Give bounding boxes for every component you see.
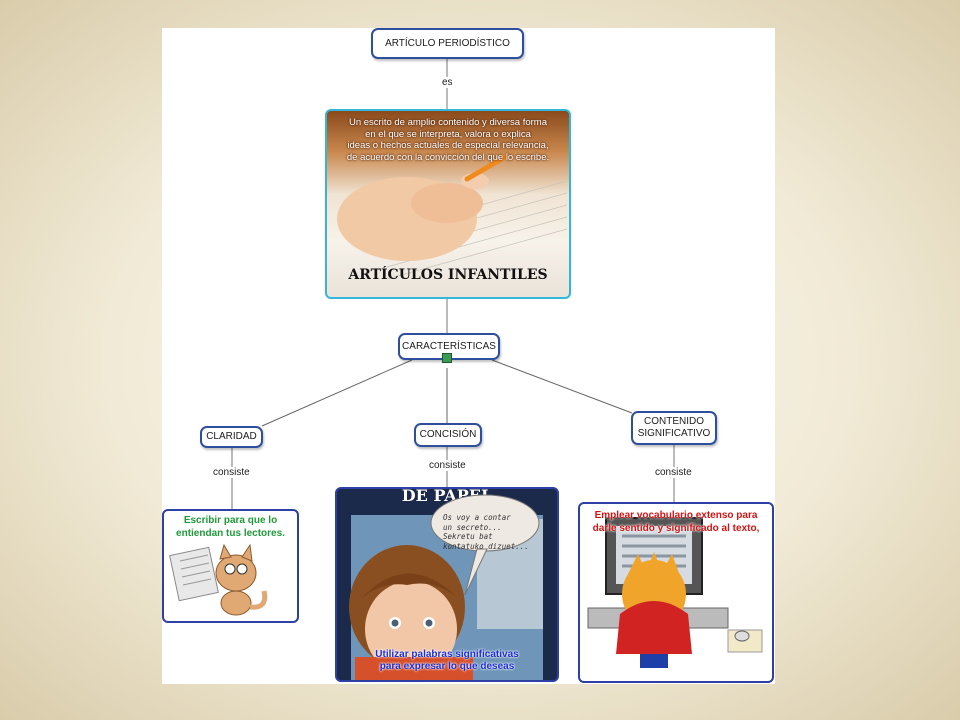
link-caract-claridad: [261, 359, 413, 427]
bubble-line-3: Sekretu bat: [443, 532, 493, 541]
link-label-es: es: [440, 77, 455, 88]
node-contenido-label-2: SIGNIFICATIVO: [637, 428, 711, 439]
claridad-line-2: entiendan tus lectores.: [176, 527, 285, 539]
contenido-line-1: Emplear vocabulario extenso para: [594, 510, 758, 521]
concision-line-1: Utilizar palabras significativas: [375, 649, 519, 660]
node-claridad-label: CLARIDAD: [206, 431, 257, 442]
speech-bubble-text: Os voy a contar un secreto... Sekretu ba…: [443, 513, 533, 551]
bubble-line-2: un secreto...: [443, 522, 502, 532]
contenido-text: Emplear vocabulario extenso para darle s…: [580, 510, 772, 535]
definition-line-2: en el que se interpreta, valora o explic…: [365, 128, 531, 140]
node-articulo-label: ARTÍCULO PERIODÍSTICO: [385, 37, 510, 49]
bubble-line-1: Os voy a contar: [443, 513, 511, 522]
claridad-text: Escribir para que lo entiendan tus lecto…: [164, 515, 297, 540]
concision-text: Utilizar palabras significativas para ex…: [337, 649, 557, 673]
concision-line-2: para expresar lo que deseas: [379, 661, 515, 672]
expand-toggle-icon[interactable]: [442, 353, 452, 363]
claridad-line-1: Escribir para que lo: [183, 515, 278, 526]
cat-reading-newspaper-icon: [169, 543, 268, 616]
child-at-computer-illustration: [587, 517, 763, 668]
contenido-image-box[interactable]: Emplear vocabulario extenso para darle s…: [578, 502, 774, 683]
definition-line-3: ideas o hechos actuales de especial rele…: [347, 140, 549, 151]
node-contenido-significativo[interactable]: CONTENIDO SIGNIFICATIVO: [631, 411, 717, 445]
link-label-consiste-claridad: consiste: [211, 467, 252, 478]
definition-line-1: Un escrito de amplio contenido y diversa…: [348, 117, 547, 128]
node-claridad[interactable]: CLARIDAD: [200, 426, 263, 448]
definition-image-box[interactable]: Un escrito de amplio contenido y diversa…: [325, 109, 571, 299]
connector-lines: [231, 58, 675, 510]
node-concision-label: CONCISIÓN: [419, 429, 477, 440]
node-contenido-label-1: CONTENIDO: [644, 416, 704, 427]
definition-text: Un escrito de amplio contenido y diversa…: [329, 117, 567, 163]
node-caracteristicas-label: CARACTERÍSTICAS: [402, 340, 496, 352]
concision-image-box[interactable]: DE PAPEL Os voy a contar un secreto... S…: [335, 487, 559, 682]
bubble-line-4: kontatuko dizuet...: [443, 541, 529, 551]
contenido-line-2: darle sentido y significado al texto,: [592, 522, 760, 534]
link-label-consiste-concision: consiste: [427, 460, 468, 471]
writing-hand-illustration: [337, 154, 568, 280]
node-concision[interactable]: CONCISIÓN: [414, 423, 482, 447]
definition-line-4: de acuerdo con la convicción del que lo …: [346, 151, 550, 163]
node-articulo-periodistico[interactable]: ARTÍCULO PERIODÍSTICO: [371, 28, 524, 59]
child-photo-illustration: [349, 494, 543, 680]
definition-banner: ARTÍCULOS INFANTILES: [348, 267, 548, 283]
concept-map-canvas: ARTÍCULO PERIODÍSTICO es Un escrito de a…: [162, 28, 775, 684]
link-caract-contenido: [491, 359, 633, 414]
claridad-image-box[interactable]: Escribir para que lo entiendan tus lecto…: [162, 509, 299, 623]
link-label-consiste-contenido: consiste: [653, 467, 694, 478]
